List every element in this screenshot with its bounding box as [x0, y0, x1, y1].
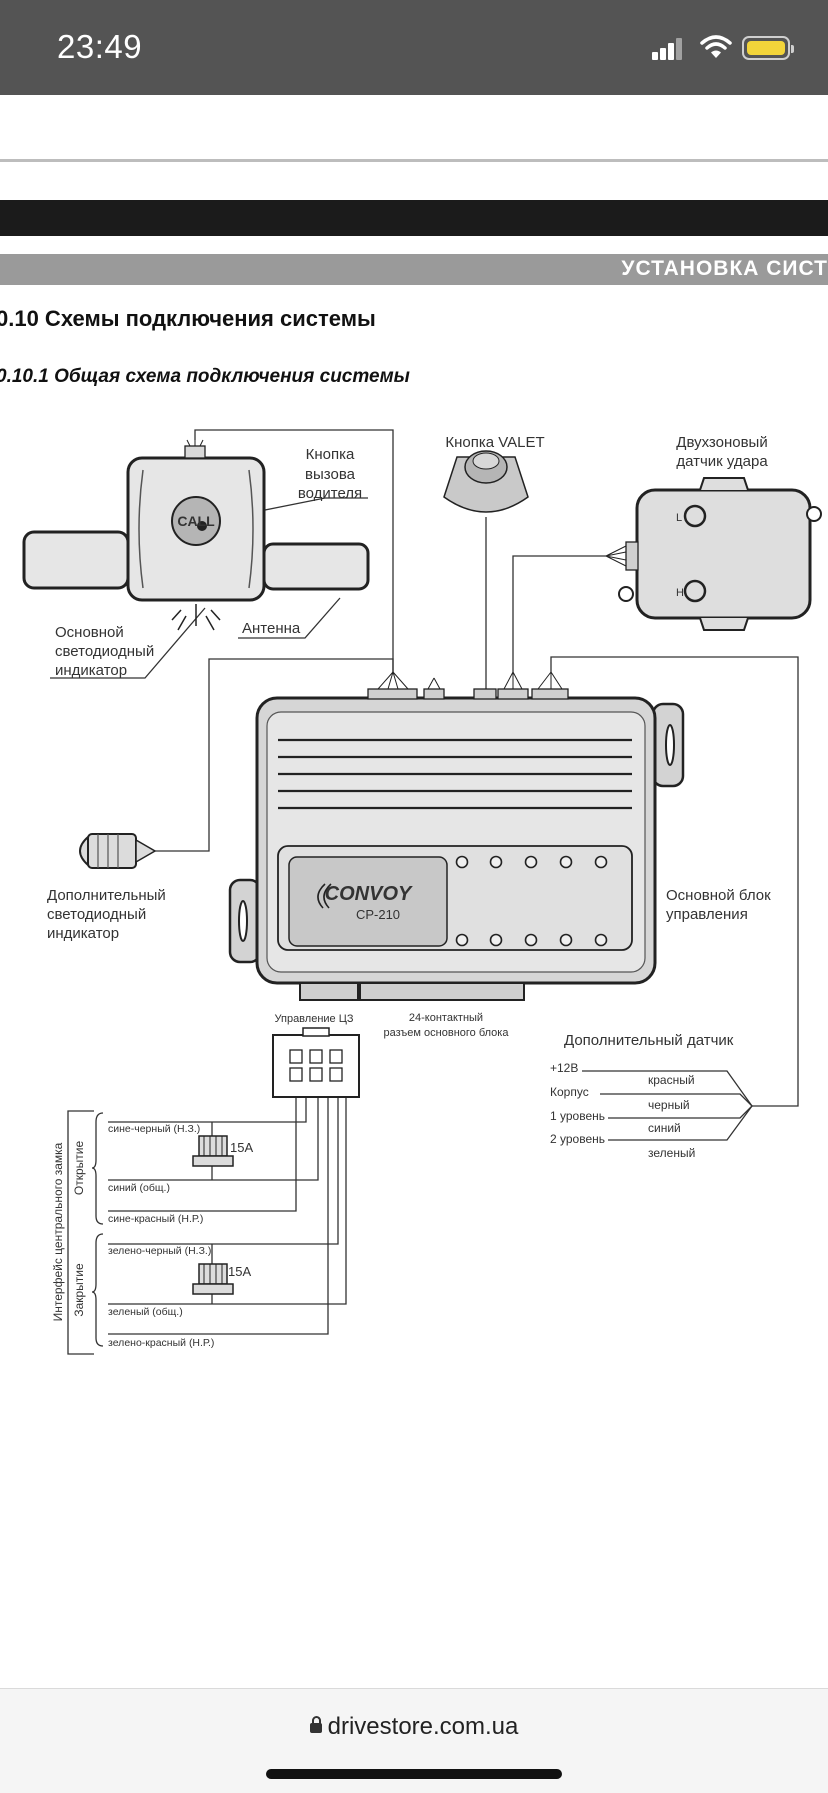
status-time: 23:49 — [57, 28, 143, 65]
wire-green-red: зелено-красный (Н.Р.) — [108, 1337, 214, 1349]
sensor-wire-black: черный — [648, 1098, 690, 1112]
fuse-close — [192, 1244, 234, 1304]
wiring-diagram: CALL Кнопка вызова водителя Антенна Осно… — [22, 429, 822, 1355]
call-badge: CALL — [177, 513, 215, 529]
wire-blue-black: сине-черный (Н.З.) — [108, 1123, 200, 1135]
browser-bottom-bar: drivestore.com.ua — [0, 1688, 828, 1793]
brand-logo: CONVOY — [325, 883, 413, 905]
status-bar: 23:49 — [0, 0, 828, 95]
heading-general-scheme: 0.10.1 Общая схема подключения системы — [0, 366, 410, 387]
call-label-2: вызова — [305, 466, 356, 483]
shock-zone-l: L — [676, 512, 682, 524]
connector24-label-1: 24-контактный — [409, 1012, 483, 1024]
cz-control-label: Управление ЦЗ — [275, 1013, 354, 1025]
section-title: УСТАНОВКА СИСТ — [621, 257, 828, 280]
lock-interface-title: Интерфейс центрального замка — [51, 1142, 65, 1321]
sensor-pin-12v: +12В — [550, 1061, 578, 1075]
lock-open-label: Открытие — [72, 1141, 86, 1196]
address-bar[interactable]: drivestore.com.ua — [0, 1713, 828, 1741]
wire-blue: синий (общ.) — [108, 1182, 170, 1194]
main-unit-label-1: Основной блок — [666, 887, 771, 904]
section-band: УСТАНОВКА СИСТ — [0, 254, 828, 285]
url-text: drivestore.com.ua — [327, 1713, 519, 1740]
shock-label-2: датчик удара — [676, 453, 768, 470]
extra-led-label-2: светодиодный — [47, 906, 146, 923]
model-label: CP-210 — [356, 907, 400, 922]
header-band — [0, 200, 828, 236]
lock-close-label: Закрытие — [72, 1263, 86, 1317]
shock-label-1: Двухзоновый — [676, 434, 767, 451]
extra-led-label-1: Дополнительный — [47, 887, 166, 904]
lock-interface-brackets — [67, 1110, 104, 1355]
sensor-pin-ground: Корпус — [550, 1085, 589, 1099]
heading-schemes: 0.10 Схемы подключения системы — [0, 306, 376, 331]
cellular-signal-icon — [652, 36, 682, 60]
extra-led-label-3: индикатор — [47, 925, 119, 942]
main-unit — [228, 671, 685, 1001]
call-label-3: водителя — [298, 485, 362, 502]
connector24-label-2: разъем основного блока — [384, 1027, 510, 1039]
sensor-wire-green: зеленый — [648, 1146, 695, 1160]
main-unit-label-2: управления — [666, 906, 748, 923]
call-label-1: Кнопка — [306, 446, 355, 463]
wire-blue-red: сине-красный (Н.Р.) — [108, 1213, 203, 1225]
wire-green: зеленый (общ.) — [108, 1306, 183, 1318]
main-led-label-2: светодиодный — [55, 643, 154, 660]
extra-sensor-title: Дополнительный датчик — [564, 1032, 734, 1049]
main-led-label-1: Основной — [55, 624, 124, 641]
battery-icon — [742, 36, 794, 60]
shock-sensor — [605, 477, 822, 631]
sensor-pin-level2: 2 уровень — [550, 1132, 605, 1146]
shock-zone-h: H — [676, 587, 684, 599]
antenna-label: Антенна — [242, 620, 301, 637]
sensor-wire-blue: синий — [648, 1121, 681, 1135]
page-divider — [0, 159, 828, 162]
call-module — [22, 439, 370, 631]
sensor-wire-red: красный — [648, 1073, 695, 1087]
fuse-open — [192, 1122, 234, 1180]
sensor-pin-level1: 1 уровень — [550, 1109, 605, 1123]
cz-connector — [272, 1027, 360, 1098]
valet-label: Кнопка VALET — [445, 434, 544, 451]
wire-green-black: зелено-черный (Н.З.) — [108, 1245, 211, 1257]
lock-icon — [309, 1716, 322, 1733]
home-indicator[interactable] — [266, 1769, 562, 1779]
fuse-open-rating: 15А — [230, 1140, 253, 1155]
fuse-close-rating: 15А — [228, 1264, 251, 1279]
valet-button — [443, 450, 529, 513]
extra-led — [79, 833, 157, 869]
wifi-icon — [700, 35, 732, 58]
main-led-label-3: индикатор — [55, 662, 127, 679]
